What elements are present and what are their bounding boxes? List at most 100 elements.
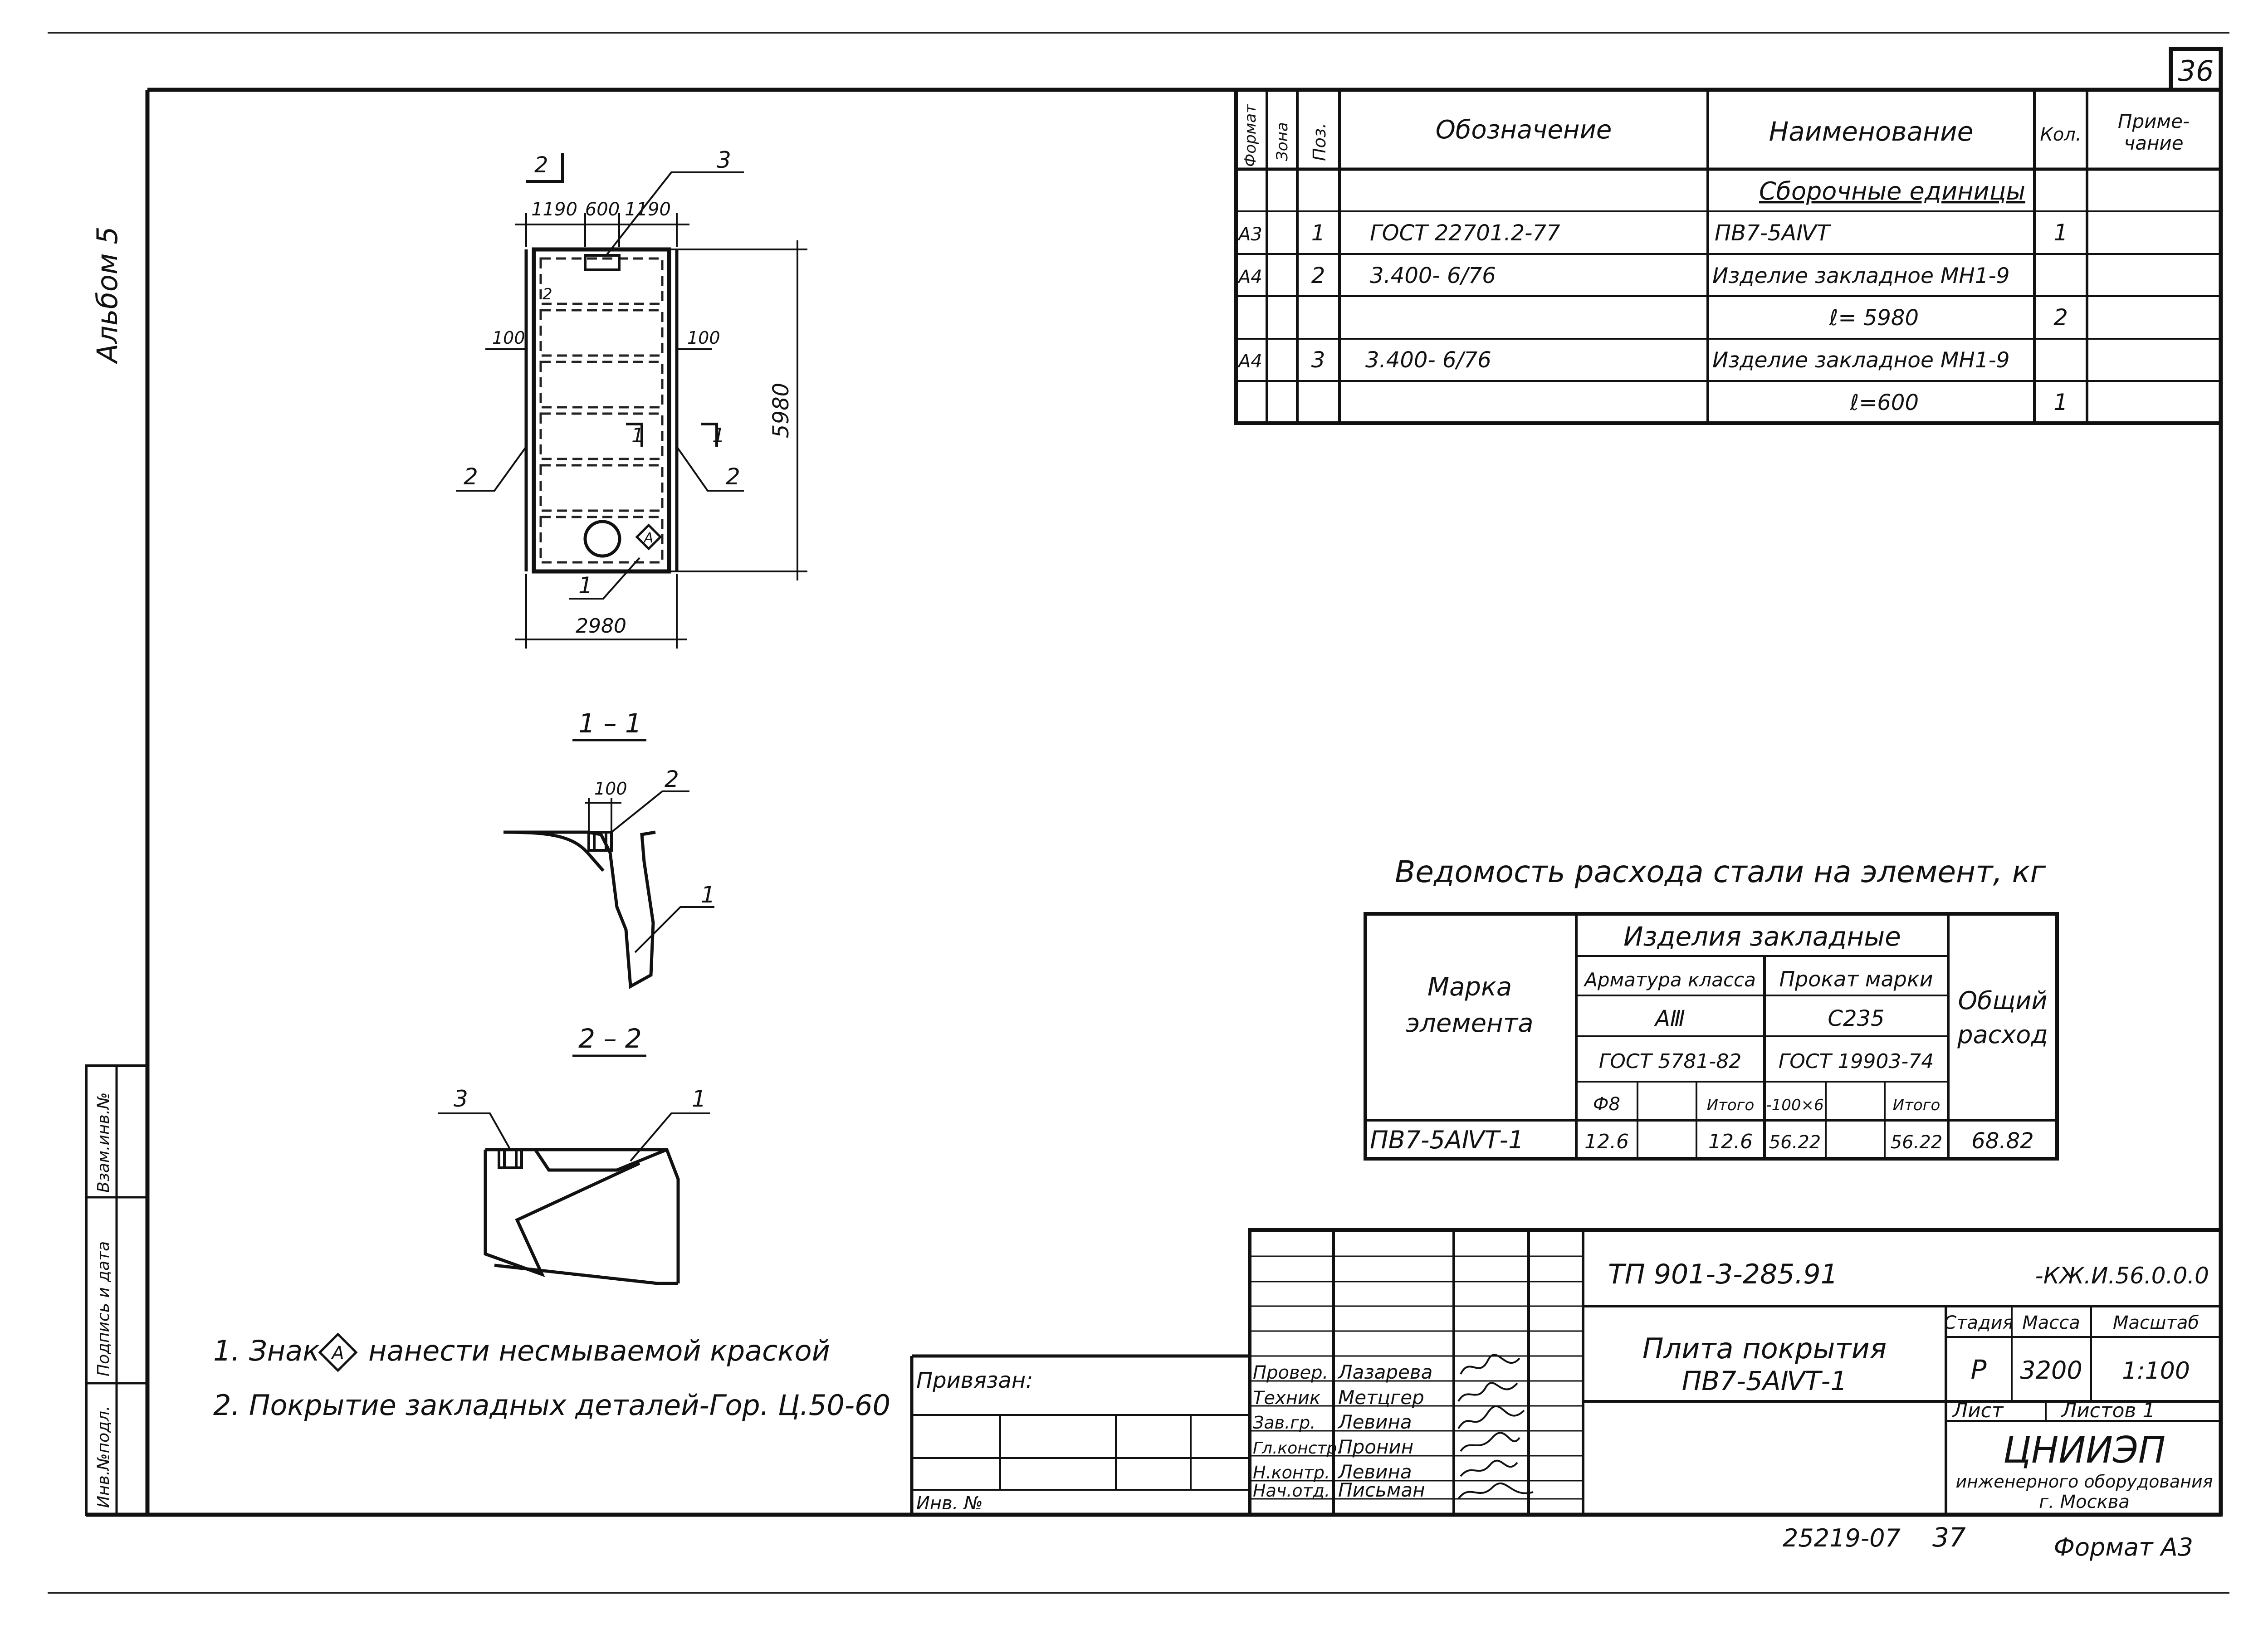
org-name: ЦНИИЭП — [2003, 1429, 2165, 1471]
spec-row-3-name: ℓ= 5980 — [1829, 305, 1919, 331]
name-6: Письман — [1338, 1479, 1425, 1501]
stage-value: Р — [1971, 1354, 1987, 1385]
signatures — [1457, 1354, 1534, 1500]
spec-row-1-designation: ГОСТ 22701.2-77 — [1370, 220, 1560, 246]
role-1: Провер. — [1253, 1362, 1328, 1383]
note-1-end: нанести несмываемой краской — [368, 1334, 830, 1367]
side-stamp — [85, 1064, 149, 1516]
spec-header-note-1: Приме- — [2118, 110, 2190, 132]
plan-mark-sign: A — [635, 523, 662, 551]
svg-text:3: 3 — [717, 147, 731, 173]
spec-header-name: Наименование — [1769, 116, 1974, 147]
title-block: Привязан: Инв. № — [910, 1228, 2223, 1517]
name-4: Пронин — [1338, 1436, 1413, 1458]
svg-text:2: 2 — [726, 463, 740, 490]
spec-header-note-2: чание — [2124, 132, 2183, 154]
svg-text:100: 100 — [687, 328, 720, 348]
plan-view: A 1 1 2 2 1190 600 1190 5980 — [456, 147, 807, 649]
svg-text:1: 1 — [701, 882, 715, 908]
svg-text:A: A — [643, 530, 654, 546]
album-label: Альбом 5 — [91, 226, 124, 365]
inv-no-label: Инв. № — [916, 1493, 983, 1514]
spec-header-designation: Обозначение — [1436, 115, 1612, 145]
section-2-2: 2 – 2 3 1 — [438, 1023, 710, 1285]
spec-header-qty: Кол. — [2040, 124, 2081, 145]
bottom-page: 37 — [1932, 1522, 1966, 1553]
steel-h-overall-1: Общий — [1958, 986, 2048, 1015]
svg-text:2: 2 — [534, 152, 548, 178]
steel-row-phi8: 12.6 — [1584, 1130, 1629, 1153]
svg-text:2: 2 — [665, 766, 679, 792]
notes: 1. Знак A нанести несмываемой краской 2.… — [213, 1332, 890, 1422]
side-stamp-replace-label: Взам.инв.№ — [94, 1092, 113, 1193]
svg-text:100: 100 — [594, 779, 627, 799]
spec-header-pos: Поз. — [1310, 123, 1330, 161]
doc-code: ТП 901-3-285.91 — [1608, 1258, 1838, 1290]
steel-h-embedded: Изделия закладные — [1623, 921, 1901, 952]
name-5: Левина — [1337, 1461, 1412, 1483]
spec-row-4-pos: 3 — [1311, 347, 1325, 373]
steel-table-title: Ведомость расхода стали на элемент, кг — [1395, 854, 2046, 889]
steel-row-sheet: 56.22 — [1769, 1132, 1821, 1153]
org-city: г. Москва — [2039, 1492, 2130, 1512]
scale-value: 1:100 — [2122, 1357, 2190, 1385]
steel-h-rolled: Прокат марки — [1779, 967, 1933, 991]
spec-row-2-designation: 3.400- 6/76 — [1370, 263, 1496, 288]
svg-text:100: 100 — [492, 328, 525, 348]
section-1-1-title: 1 – 1 — [578, 708, 642, 739]
spec-row-1-qty: 1 — [2053, 219, 2068, 246]
svg-text:2: 2 — [464, 463, 478, 490]
spec-row-5-qty: 1 — [2053, 389, 2068, 415]
spec-row-1-format: А3 — [1237, 224, 1262, 245]
name-3: Левина — [1337, 1411, 1412, 1433]
steel-h-mark-1: Марка — [1427, 972, 1512, 1002]
stage-label: Стадия — [1944, 1312, 2013, 1333]
steel-row-total-2: 56.22 — [1891, 1132, 1943, 1153]
privyazan-label: Привязан: — [916, 1368, 1033, 1393]
name-1: Лазарева — [1337, 1361, 1432, 1383]
name-2: Метцгер — [1338, 1386, 1424, 1409]
steel-h-total-1: Итого — [1707, 1096, 1755, 1114]
spec-table: Формат Зона Поз. Обозначение Наименовани… — [1234, 88, 2223, 425]
spec-header-format: Формат — [1242, 104, 1260, 167]
section-2-2-title: 2 – 2 — [578, 1023, 642, 1054]
doc-code-suffix: -КЖ.И.56.0.0.0 — [2035, 1263, 2209, 1289]
svg-text:2980: 2980 — [576, 615, 626, 638]
steel-h-gost-2: ГОСТ 19903-74 — [1779, 1050, 1934, 1073]
svg-text:A: A — [330, 1343, 344, 1364]
side-stamp-sign-label: Подпись и дата — [94, 1241, 113, 1376]
sheets-label: Листов 1 — [2061, 1399, 2155, 1422]
steel-h-mark-2: элемента — [1406, 1009, 1533, 1038]
page-number: 36 — [2178, 54, 2214, 88]
note-2: 2. Покрытие закладных деталей-Гор. Ц.50-… — [213, 1389, 890, 1422]
steel-h-grade: С235 — [1828, 1006, 1884, 1031]
svg-text:1: 1 — [712, 424, 725, 447]
scale-label: Масштаб — [2113, 1312, 2199, 1333]
spec-row-2-name: Изделие закладное МН1-9 — [1712, 263, 2010, 288]
spec-row-4-name: Изделие закладное МН1-9 — [1712, 348, 2010, 373]
spec-row-4-format: А4 — [1237, 351, 1262, 372]
steel-h-sheet: -100×6 — [1766, 1096, 1823, 1114]
steel-h-gost-1: ГОСТ 5781-82 — [1599, 1050, 1742, 1073]
svg-text:3: 3 — [454, 1086, 468, 1112]
note-1-start: 1. Знак — [213, 1334, 320, 1367]
spec-row-4-designation: 3.400- 6/76 — [1365, 347, 1491, 373]
role-6: Нач.отд. — [1253, 1481, 1330, 1501]
org-sub: инженерного оборудования — [1955, 1472, 2213, 1492]
spec-row-5-name: ℓ=600 — [1849, 390, 1919, 415]
svg-text:5980: 5980 — [768, 383, 794, 438]
steel-table: Марка элемента Изделия закладные Арматур… — [1364, 912, 2059, 1161]
svg-text:1: 1 — [578, 572, 593, 599]
mass-value: 3200 — [2020, 1356, 2082, 1385]
bottom-number: 25219-07 — [1783, 1524, 1901, 1552]
steel-h-rebar: Арматура класса — [1583, 969, 1756, 991]
spec-header-zone: Зона — [1273, 122, 1291, 161]
steel-row-total-1: 12.6 — [1708, 1130, 1753, 1153]
steel-h-overall-2: расход — [1957, 1020, 2048, 1049]
steel-row-mark: ПВ7-5АⅣТ-1 — [1370, 1126, 1524, 1154]
spec-row-1-pos: 1 — [1311, 220, 1325, 246]
spec-row-3-qty: 2 — [2053, 304, 2068, 331]
svg-text:2: 2 — [543, 285, 552, 303]
steel-h-total-2: Итого — [1893, 1096, 1941, 1114]
